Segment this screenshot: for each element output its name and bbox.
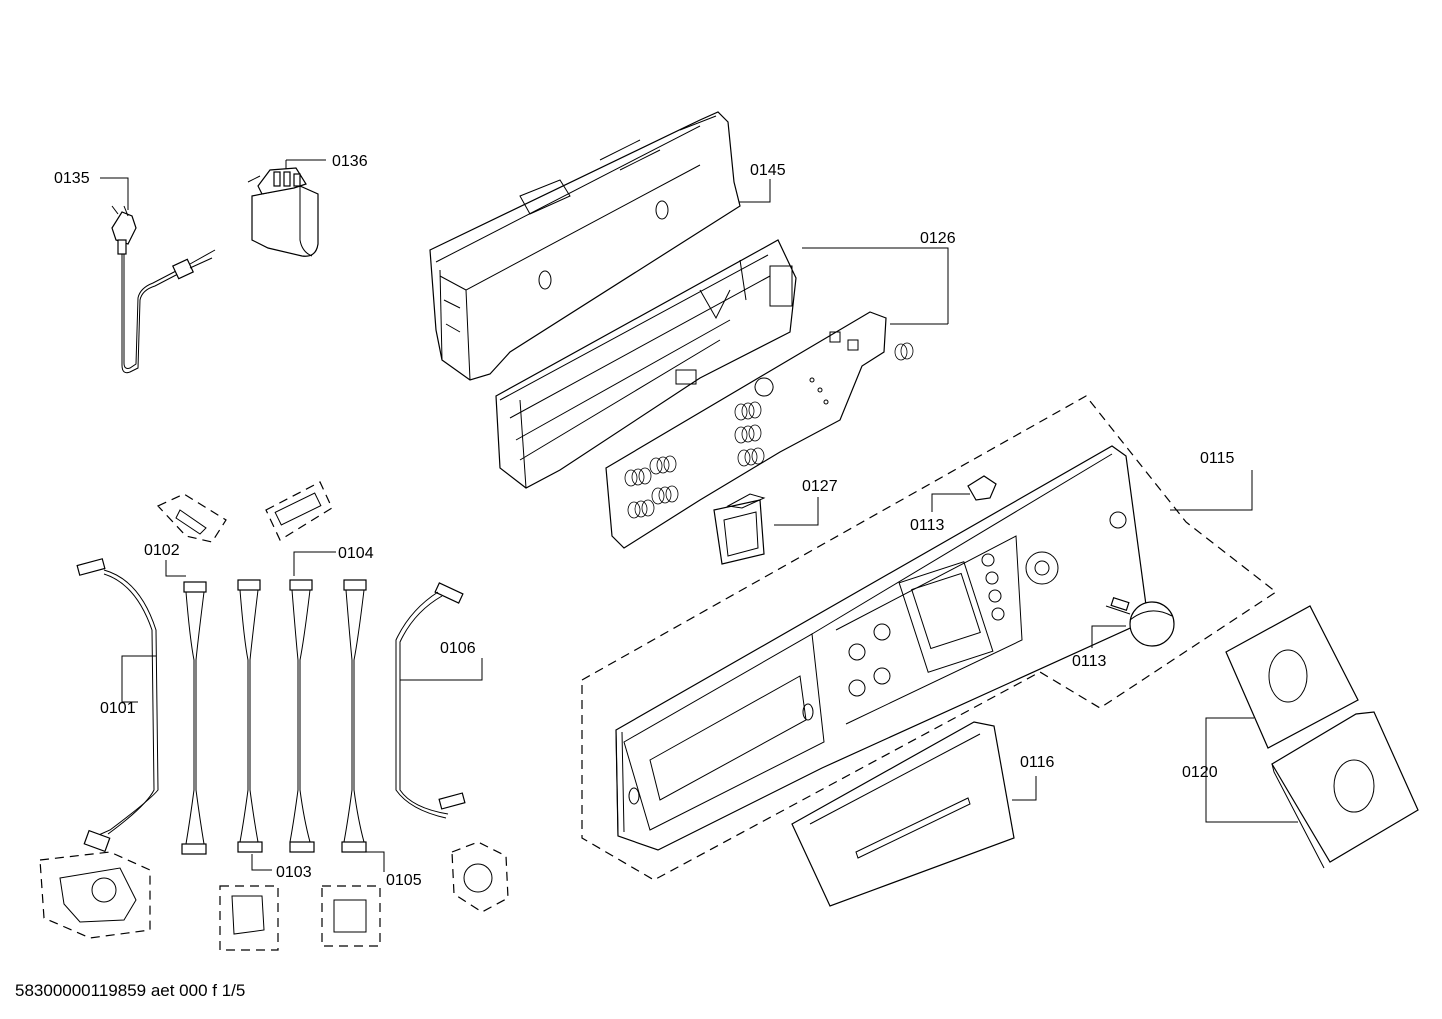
- label-0127: 0127: [802, 478, 838, 495]
- control-panel-assembly: [581, 395, 1278, 881]
- module-cover-part: [429, 111, 771, 381]
- label-0113-upper: 0113: [910, 517, 945, 534]
- label-0116: 0116: [1020, 754, 1055, 771]
- control-frame-part: [495, 239, 949, 489]
- knob-parts: [931, 475, 1175, 648]
- label-0103: 0103: [276, 864, 312, 881]
- label-0126: 0126: [920, 230, 956, 247]
- label-0102: 0102: [144, 542, 180, 559]
- power-cord-part: [100, 177, 216, 374]
- wiring-harness-group: [76, 551, 483, 872]
- label-0135: 0135: [54, 170, 90, 187]
- label-0113-lower: 0113: [1072, 653, 1107, 670]
- label-0105: 0105: [386, 872, 422, 889]
- label-0115: 0115: [1200, 450, 1235, 467]
- drawer-handle-part: [791, 721, 1037, 907]
- pcb-module-part: [605, 311, 914, 549]
- callout-labels: 0135 0136 0145 0126 0127 0115 0113 0113 …: [54, 153, 1235, 889]
- label-0145: 0145: [750, 162, 786, 179]
- display-module-part: [713, 493, 819, 565]
- document-id: 58300000119859 aet 000 f 1/5: [15, 981, 246, 1000]
- trim-covers-part: [1205, 605, 1419, 869]
- spring-coil-group: [624, 342, 914, 519]
- interference-filter-part: [247, 159, 326, 257]
- label-0106: 0106: [440, 640, 476, 657]
- component-sketches: [39, 481, 509, 951]
- label-0136: 0136: [332, 153, 368, 170]
- label-0101: 0101: [100, 700, 136, 717]
- label-0120: 0120: [1182, 764, 1218, 781]
- label-0104: 0104: [338, 545, 374, 562]
